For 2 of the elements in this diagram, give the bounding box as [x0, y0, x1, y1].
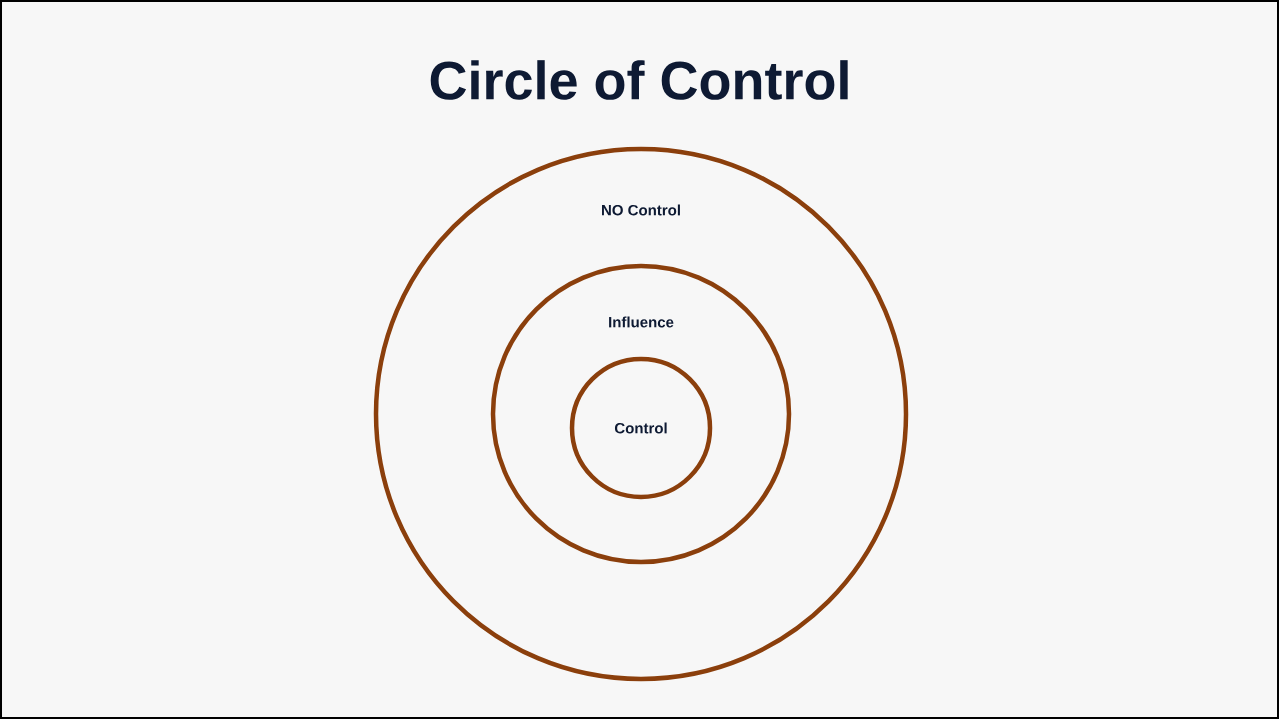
title: Circle of Control: [430, 60, 848, 100]
ring: Control: [569, 356, 713, 500]
